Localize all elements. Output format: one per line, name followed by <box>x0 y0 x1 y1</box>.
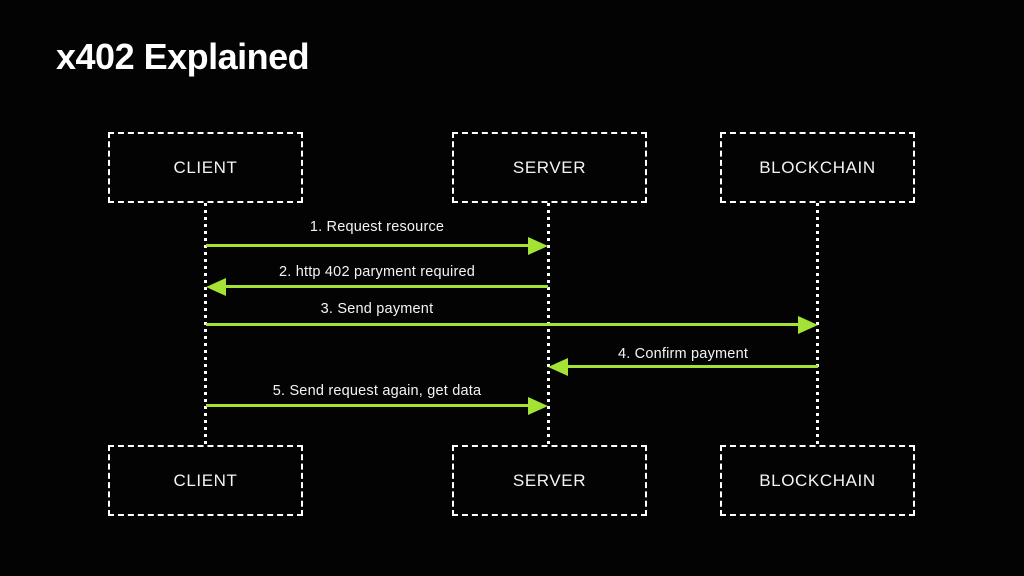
actor-label: BLOCKCHAIN <box>759 470 876 490</box>
message-label-2: 2. http 402 paryment required <box>278 264 476 280</box>
message-label-5: 5. Send request again, get data <box>272 383 482 399</box>
message-label-4: 4. Confirm payment <box>617 346 749 362</box>
message-label-1: 1. Request resource <box>309 219 445 235</box>
message-arrow-5 <box>206 404 530 407</box>
actor-box-blockchain-top: BLOCKCHAIN <box>720 132 915 203</box>
arrowhead-right-icon <box>528 237 548 255</box>
message-arrow-4 <box>568 365 818 368</box>
actor-box-client-top: CLIENT <box>108 132 303 203</box>
lifeline-client <box>204 203 207 445</box>
actor-label: SERVER <box>512 157 587 177</box>
actor-box-blockchain-bottom: BLOCKCHAIN <box>720 445 915 516</box>
actor-box-client-bottom: CLIENT <box>108 445 303 516</box>
actor-label: CLIENT <box>173 470 238 490</box>
message-arrow-1 <box>206 244 530 247</box>
actor-label: CLIENT <box>173 157 238 177</box>
actor-label: SERVER <box>512 470 587 490</box>
arrowhead-right-icon <box>528 397 548 415</box>
message-arrow-2 <box>226 285 548 288</box>
message-arrow-3 <box>206 323 798 326</box>
message-label-3: 3. Send payment <box>320 301 434 317</box>
actor-label: BLOCKCHAIN <box>759 157 876 177</box>
arrowhead-left-icon <box>548 358 568 376</box>
arrowhead-right-icon <box>798 316 818 334</box>
arrowhead-left-icon <box>206 278 226 296</box>
page-title: x402 Explained <box>56 36 310 77</box>
actor-box-server-top: SERVER <box>452 132 647 203</box>
actor-box-server-bottom: SERVER <box>452 445 647 516</box>
